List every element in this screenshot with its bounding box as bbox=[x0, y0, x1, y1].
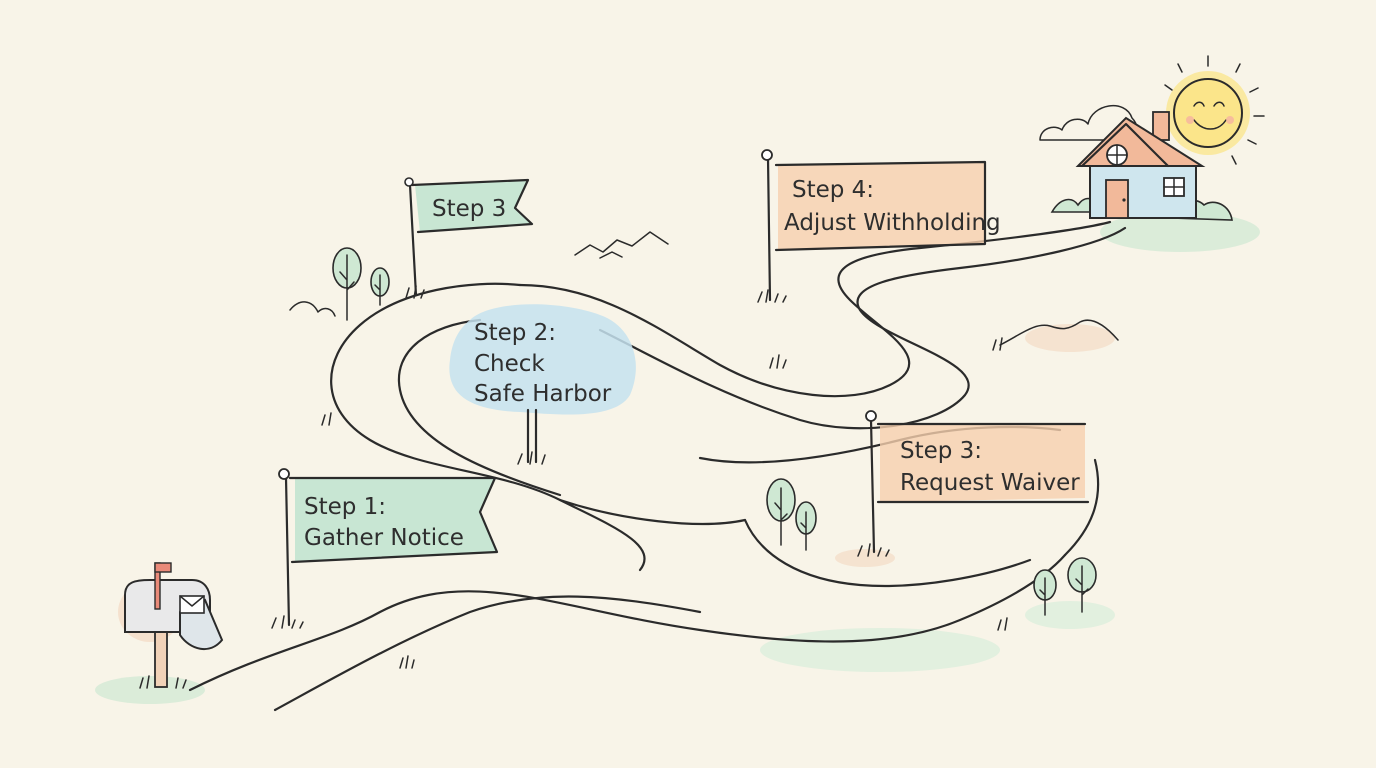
step1-subtitle: Gather Notice bbox=[304, 525, 464, 551]
step2-line2: Check bbox=[474, 351, 545, 377]
hill-icon bbox=[289, 231, 1119, 346]
sun-icon bbox=[1164, 55, 1265, 165]
step3-waiver-subtitle: Request Waiver bbox=[900, 470, 1080, 496]
ground-washes bbox=[95, 212, 1260, 704]
tree-icon bbox=[332, 247, 1097, 616]
step3-waiver-title: Step 3: bbox=[900, 438, 982, 464]
step4-sign: Step 4: Adjust Withholding bbox=[757, 149, 1001, 303]
step1-title: Step 1: bbox=[304, 494, 386, 520]
step1-sign: Step 1: Gather Notice bbox=[271, 468, 499, 629]
step3-waiver-sign: Step 3: Request Waiver bbox=[857, 410, 1090, 557]
step3-flag-sign: Step 3 bbox=[404, 177, 534, 299]
step4-subtitle: Adjust Withholding bbox=[784, 210, 1001, 236]
house-icon bbox=[1050, 111, 1233, 221]
step2-title: Step 2: bbox=[474, 320, 556, 346]
grass-tufts bbox=[321, 337, 1008, 669]
step2-sign: Step 2: Check Safe Harbor bbox=[449, 304, 636, 465]
step2-line3: Safe Harbor bbox=[474, 381, 612, 407]
mailbox-icon bbox=[118, 562, 224, 689]
step3-flag-title: Step 3 bbox=[432, 196, 506, 222]
step4-title: Step 4: bbox=[792, 177, 874, 203]
